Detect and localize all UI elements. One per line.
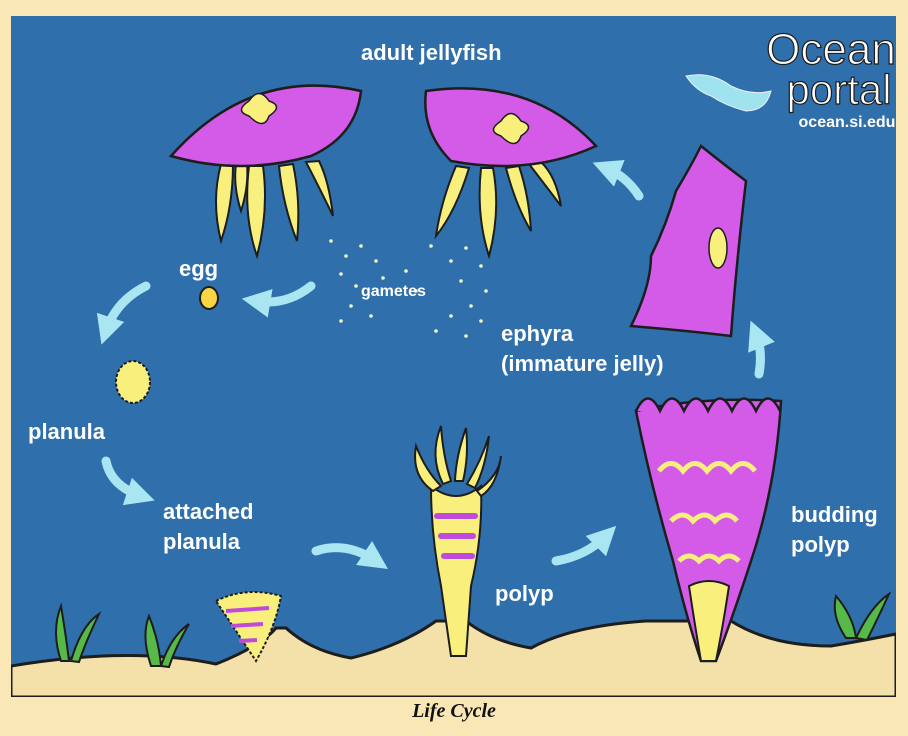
label-planula: planula <box>28 419 106 444</box>
label-adult-jellyfish: adult jellyfish <box>361 40 502 65</box>
figure-caption: Life Cycle <box>0 700 908 723</box>
logo-line2: portal <box>786 66 891 113</box>
label-ephyra-line1: ephyra <box>501 321 574 346</box>
arrow-budding-to-ephyra <box>756 334 760 374</box>
label-budding-line1: budding <box>791 502 878 527</box>
egg-illustration <box>200 287 218 309</box>
label-attached-line1: attached <box>163 499 253 524</box>
planula-illustration <box>116 361 150 403</box>
label-ephyra-line2: (immature jelly) <box>501 351 664 376</box>
label-egg: egg <box>179 256 218 281</box>
label-polyp: polyp <box>495 581 554 606</box>
life-cycle-diagram: Ocean portal ocean.si.edu adult jellyfis… <box>11 16 896 697</box>
logo-url: ocean.si.edu <box>799 114 896 131</box>
label-attached-line2: planula <box>163 529 241 554</box>
label-budding-line2: polyp <box>791 532 850 557</box>
label-gametes: gametes <box>361 283 426 300</box>
